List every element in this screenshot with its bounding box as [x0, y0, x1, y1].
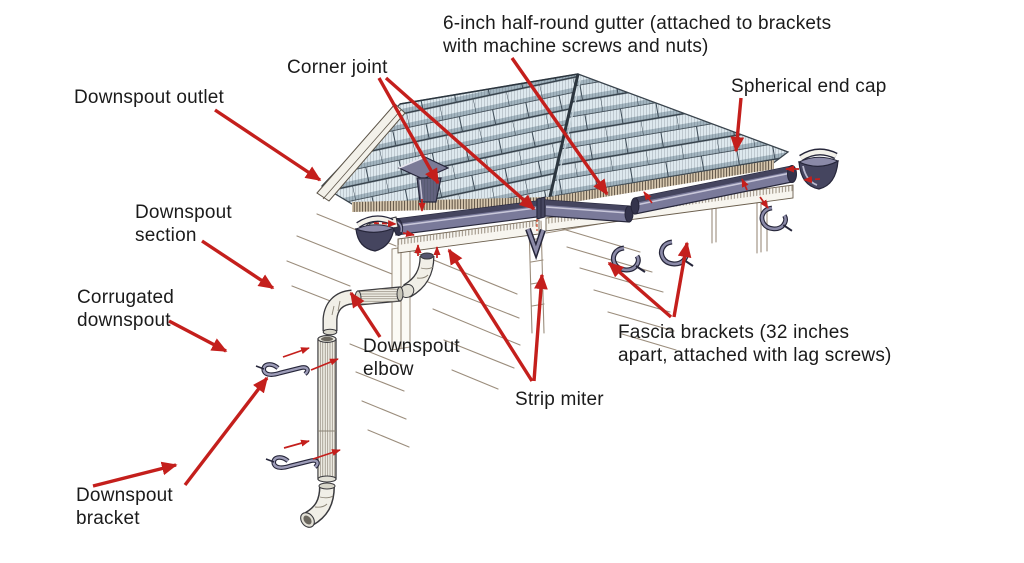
strip-miter-corner-hanger [525, 227, 546, 261]
brackets [255, 205, 793, 470]
label-gutter: 6-inch half-round gutter (attached to br… [443, 13, 832, 57]
label-spherical-end-cap: Spherical end cap [731, 76, 887, 97]
arrow-fascia-brackets-left [607, 261, 673, 319]
label-downspout-section: Downspout section [135, 202, 232, 246]
assembly-arrows [282, 165, 821, 460]
arrow-strip-miter-right [532, 273, 548, 382]
downspout-elbow-mid [322, 289, 354, 336]
downspout-elbow-upper [399, 252, 435, 299]
downspout-assembly [300, 156, 450, 528]
arrow-corner-joint-left [377, 77, 440, 185]
downspout-elbow-bottom [300, 482, 336, 528]
label-corner-joint: Corner joint [287, 57, 388, 78]
arrow-downspout-elbow [349, 291, 382, 338]
label-strip-miter: Strip miter [515, 389, 604, 410]
corrugated-downspout-pipe [317, 335, 337, 483]
half-round-gutter [354, 148, 840, 252]
downspout-bracket [255, 362, 310, 377]
arrow-downspout-bracket-2 [183, 376, 269, 487]
arrow-spherical-end-cap [730, 97, 745, 153]
arrow-downspout-outlet [214, 108, 322, 182]
hip-ridge [547, 73, 580, 202]
label-downspout-bracket: Downspout bracket [76, 485, 173, 529]
arrow-downspout-section [201, 239, 275, 290]
arrow-gutter [510, 57, 609, 196]
downspout-bracket [265, 455, 320, 470]
label-fascia-brackets: Fascia brackets (32 inches apart, attach… [618, 322, 892, 366]
fascia-bracket [610, 245, 646, 273]
label-downspout-elbow: Downspout elbow [363, 336, 460, 380]
hip-roof [316, 73, 790, 212]
arrow-strip-miter-left [447, 248, 534, 382]
spherical-end-cap-right [797, 148, 840, 190]
label-corrugated-downspout: Corrugated downspout [77, 287, 175, 331]
rake-board [316, 103, 406, 202]
label-arrows [92, 57, 745, 488]
arrow-corrugated-downspout [168, 319, 228, 353]
arrow-fascia-brackets-right [672, 241, 692, 318]
downspout-section-horizontal [354, 286, 404, 306]
arrow-downspout-bracket-1 [92, 461, 178, 488]
arrow-corner-joint-right [384, 76, 536, 211]
fascia-bracket [759, 205, 793, 232]
label-downspout-outlet: Downspout outlet [74, 87, 225, 108]
spherical-end-cap-left [354, 215, 399, 252]
